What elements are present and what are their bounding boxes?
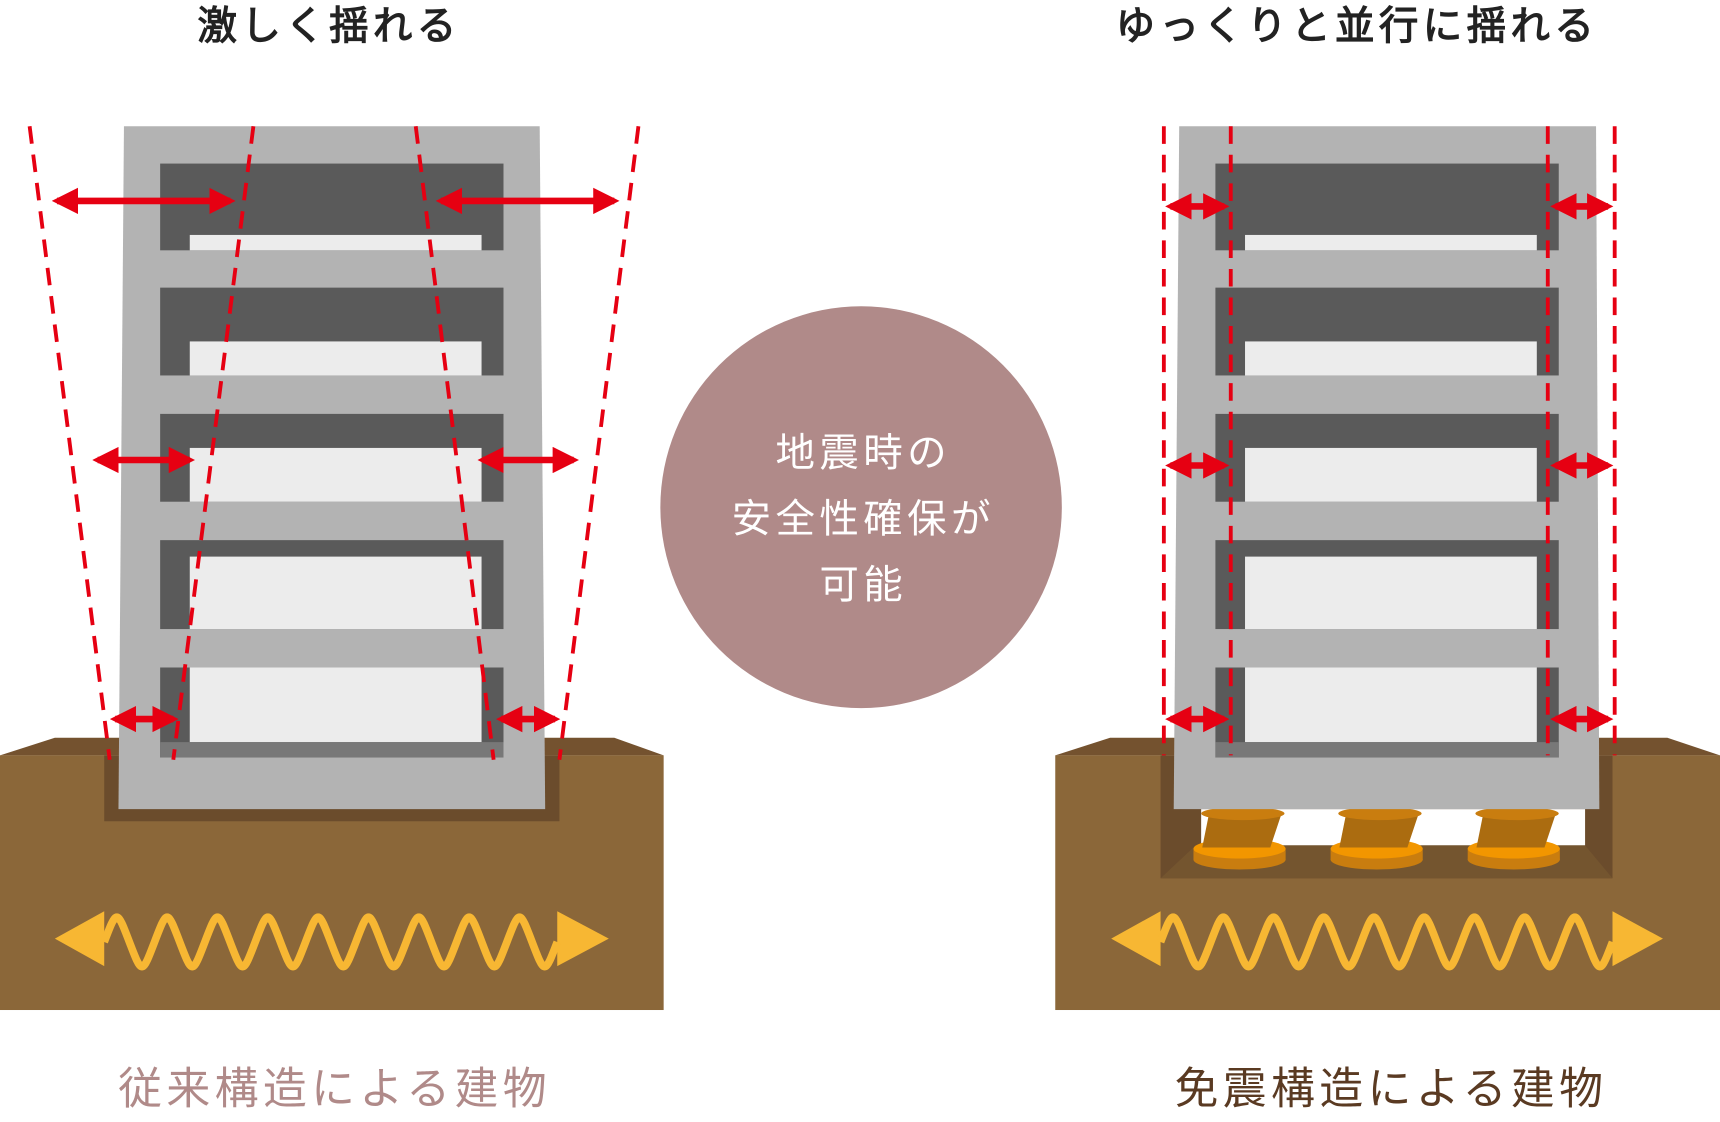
window: [1215, 287, 1559, 376]
left-building: [118, 126, 546, 810]
right-building: [1173, 126, 1600, 810]
window: [1215, 540, 1559, 630]
left-ground-wave-icon: [54, 911, 609, 971]
left-sway-lines: [27, 126, 641, 760]
center-badge: 地震時の 安全性確保が 可能: [660, 306, 1062, 709]
badge-line-1: 地震時の: [776, 431, 951, 477]
right-title: ゆっくりと並行に揺れる: [1116, 4, 1599, 50]
badge-line-2: 安全性確保が: [732, 496, 995, 542]
badge-line-3: 可能: [819, 562, 907, 608]
window: [1215, 667, 1559, 758]
window: [160, 540, 504, 630]
right-sway-arrows: [1165, 193, 1614, 733]
window: [160, 287, 504, 376]
right-sway-lines: [1161, 126, 1617, 756]
bearing: [1330, 806, 1423, 870]
window: [1215, 413, 1559, 502]
window: [160, 667, 504, 758]
right-caption: 免震構造による建物: [1174, 1063, 1607, 1114]
bearing: [1467, 806, 1560, 870]
left-title: 激しく揺れる: [197, 4, 460, 50]
bearing: [1193, 806, 1286, 870]
right-ground-wave-icon: [1111, 911, 1663, 971]
window: [1215, 163, 1559, 251]
left-caption: 従来構造による建物: [118, 1063, 551, 1114]
window: [160, 163, 504, 251]
seismic-isolation-bearings: [1193, 806, 1560, 870]
window: [160, 413, 504, 502]
left-sway-arrows: [51, 187, 620, 733]
